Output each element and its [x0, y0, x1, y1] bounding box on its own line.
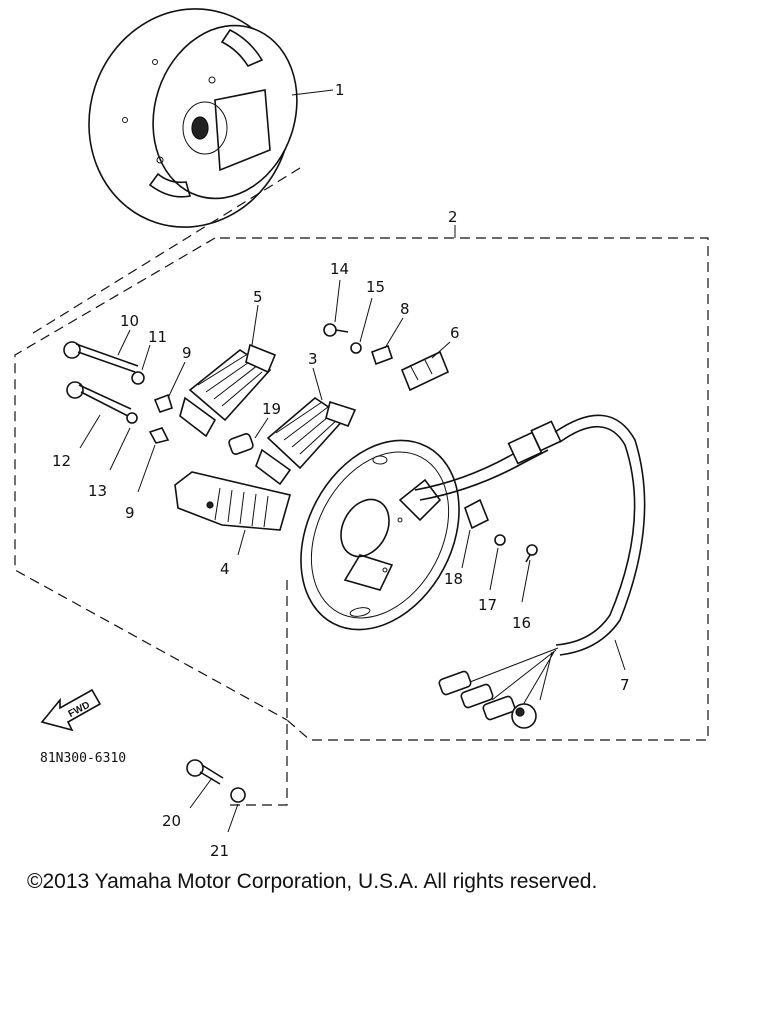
spacer-19 [228, 433, 254, 455]
callout-20: 20 [162, 812, 181, 830]
callout-9-lower: 9 [125, 504, 135, 522]
callout-9-upper: 9 [182, 344, 192, 362]
washers-11-13 [126, 371, 145, 424]
callout-5: 5 [253, 288, 263, 306]
callout-1: 1 [335, 81, 345, 99]
callout-3: 3 [308, 350, 318, 368]
parts-diagram: FWD 1 2 3 4 5 6 7 8 9 9 10 [14, 8, 709, 860]
washer-17 [494, 534, 506, 546]
screw-16 [525, 544, 538, 563]
clamp-8 [370, 344, 394, 366]
callout-11: 11 [148, 328, 167, 346]
coil-3 [255, 396, 357, 486]
callout-7: 7 [620, 676, 630, 694]
flywheel-rotor [88, 8, 298, 228]
callout-8: 8 [400, 300, 410, 318]
callout-19: 19 [262, 400, 281, 418]
callout-13: 13 [88, 482, 107, 500]
callout-14: 14 [330, 260, 349, 278]
washer-21 [230, 787, 246, 803]
screw-10 [63, 341, 139, 373]
callout-15: 15 [366, 278, 385, 296]
wire-harness-7 [414, 414, 646, 729]
callout-17: 17 [478, 596, 497, 614]
callout-2: 2 [448, 208, 458, 226]
callout-4: 4 [220, 560, 230, 578]
screw-14 [323, 323, 349, 337]
callout-12: 12 [52, 452, 71, 470]
callout-16: 16 [512, 614, 531, 632]
clamp-18 [464, 498, 490, 530]
callout-18: 18 [444, 570, 463, 588]
screw-20 [186, 759, 224, 785]
copyright-notice: ©2013 Yamaha Motor Corporation, U.S.A. A… [27, 870, 598, 893]
callout-10: 10 [120, 312, 139, 330]
coupler-6 [400, 350, 450, 392]
callout-21: 21 [210, 842, 229, 860]
diagram-code: 81N300-6310 [40, 751, 126, 766]
fwd-arrow-icon: FWD [40, 688, 102, 732]
callout-6: 6 [450, 324, 460, 342]
leader-lines [79, 89, 626, 833]
coil-4 [174, 471, 291, 531]
washer-15 [350, 342, 362, 354]
stator-base-plate [300, 439, 460, 631]
coil-5 [179, 343, 277, 438]
clamps-9 [148, 393, 173, 444]
callout-labels: 1 2 3 4 5 6 7 8 9 9 10 11 12 13 14 15 16… [52, 81, 630, 860]
screw-12 [66, 381, 132, 417]
